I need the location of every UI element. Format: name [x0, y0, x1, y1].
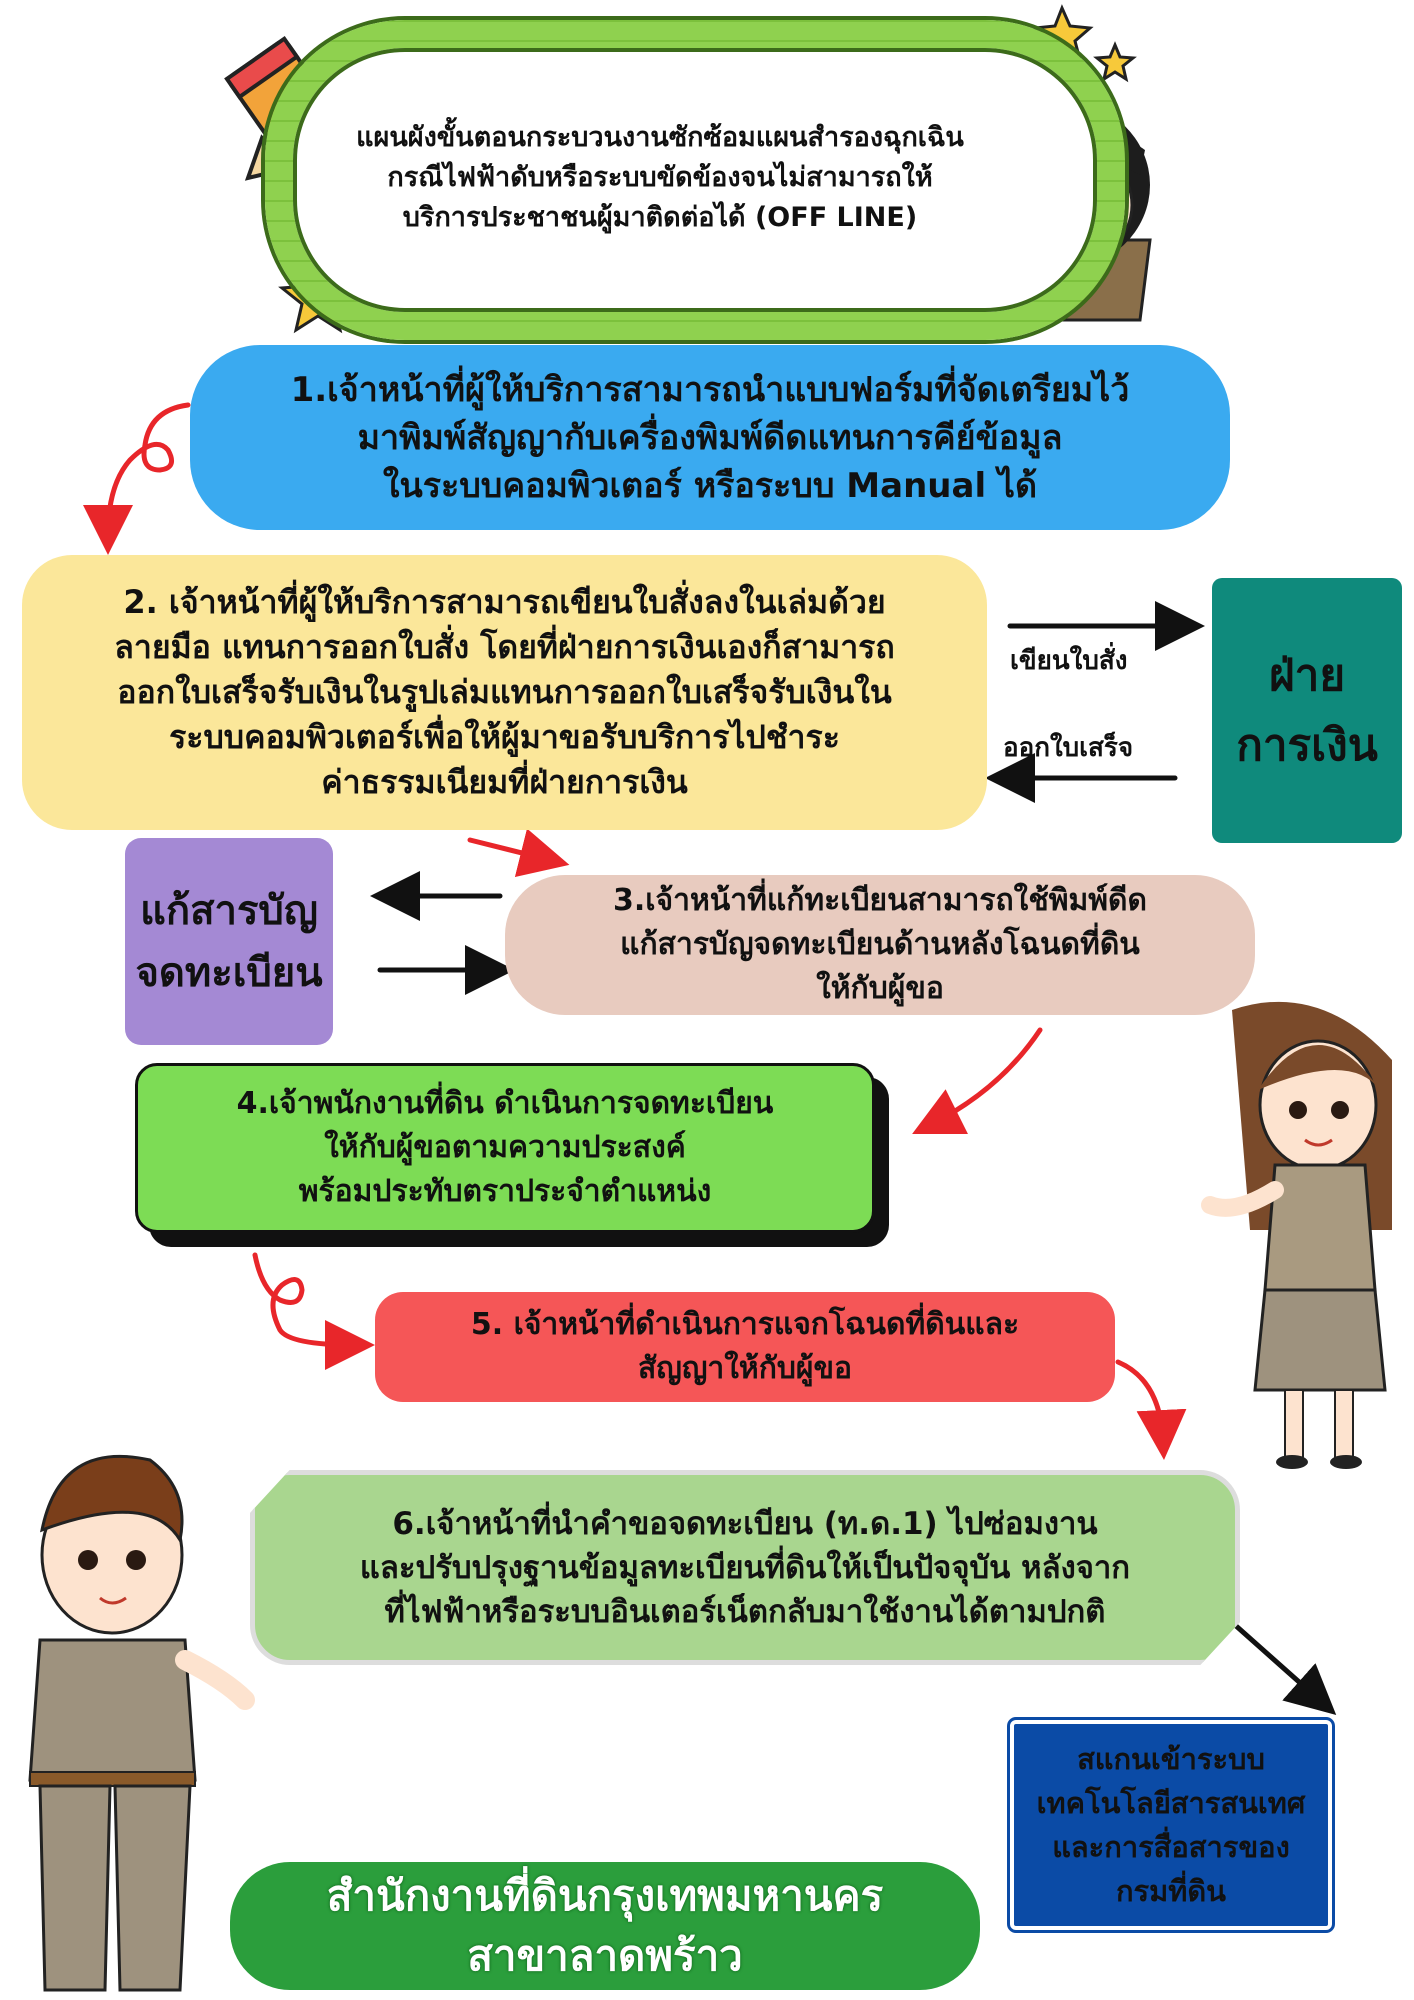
- arrow-label-issue-receipt: ออกใบเสร็จ: [1003, 733, 1134, 763]
- woman-officer-character: [1201, 1001, 1392, 1469]
- registry-edit-box: แก้สารบัญ จดทะเบียน: [125, 838, 333, 1045]
- arrow-label-write-order: เขียนใบสั่ง: [1010, 646, 1128, 676]
- step-1-box: 1.เจ้าหน้าที่ผู้ให้บริการสามารถนำแบบฟอร์…: [190, 345, 1230, 530]
- man-officer-character: [28, 1454, 255, 1992]
- arrow-step1-to-step2: [83, 402, 191, 555]
- step-4-box: 4.เจ้าพนักงานที่ดิน ดำเนินการจดทะเบียน ใ…: [135, 1063, 875, 1233]
- flow-arrows: [83, 402, 1187, 1460]
- arrow-step6-to-scan: [1232, 1622, 1337, 1715]
- step-6-box: 6.เจ้าหน้าที่นำคำขอจดทะเบียน (ท.ด.1) ไปซ…: [250, 1470, 1240, 1665]
- arrow-step2-to-step3: [467, 828, 570, 877]
- finance-department-box: ฝ่าย การเงิน: [1212, 578, 1402, 843]
- arrow-step4-to-step5: [252, 1252, 375, 1370]
- page-title: แผนผังขั้นตอนกระบวนงานซักซ้อมแผนสำรองฉุก…: [356, 122, 964, 233]
- step-2-box: 2. เจ้าหน้าที่ผู้ให้บริการสามารถเขียนใบส…: [22, 555, 987, 830]
- step-3-box: 3.เจ้าหน้าที่แก้ทะเบียนสามารถใช้พิมพ์ดีด…: [505, 875, 1255, 1015]
- scan-system-box: สแกนเข้าระบบ เทคโนโลยีสารสนเทศ และการสื่…: [1007, 1717, 1335, 1933]
- arrow-step3-to-step4: [912, 1027, 1043, 1134]
- title-frame: [265, 20, 1125, 340]
- arrow-step5-to-step6: [1115, 1359, 1187, 1460]
- black-arrows: [370, 601, 1337, 1715]
- step-5-box: 5. เจ้าหน้าที่ดำเนินการแจกโฉนดที่ดินและ …: [375, 1292, 1115, 1402]
- office-name-banner: สำนักงานที่ดินกรุงเทพมหานคร สาขาลาดพร้าว: [230, 1862, 980, 1990]
